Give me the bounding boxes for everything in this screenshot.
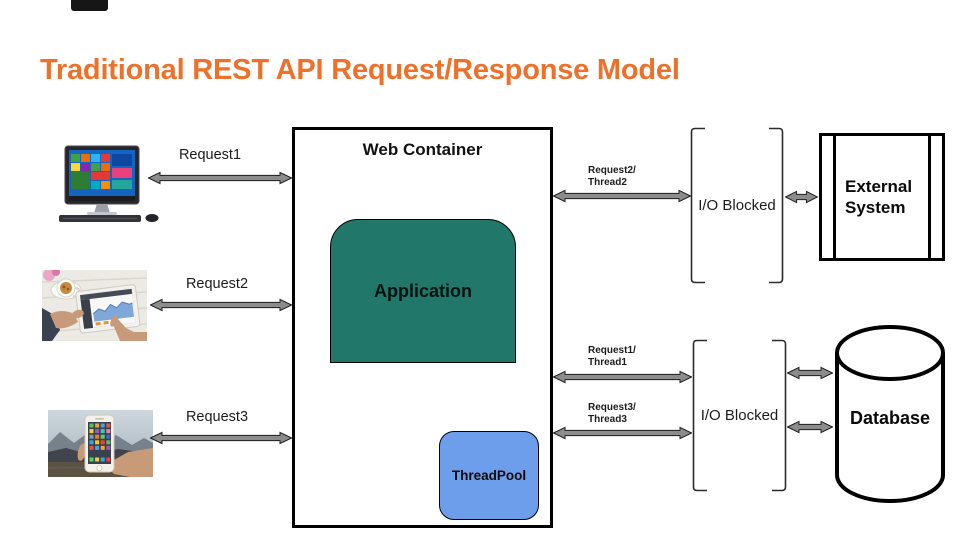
database-label: Database xyxy=(849,408,931,428)
request3-thread3-line2: Thread3 xyxy=(588,414,627,425)
arrow-request3 xyxy=(150,430,292,446)
application-box: Application xyxy=(330,219,516,363)
arrow-external-system xyxy=(785,189,818,205)
web-container-box: Web Container Application ThreadPool xyxy=(292,127,553,528)
request2-thread2-label: Request2/ Thread2 xyxy=(588,165,636,189)
database-cylinder xyxy=(833,325,947,505)
arrow-database-1 xyxy=(787,365,833,381)
request1-label: Request1 xyxy=(178,147,242,163)
io-blocked-bottom-bracket: I/O Blocked xyxy=(692,339,787,492)
phone-client-image xyxy=(48,410,153,477)
request2-label: Request2 xyxy=(185,276,249,292)
slide-title: Traditional REST API Request/Response Mo… xyxy=(40,54,680,86)
tablet-photo-icon xyxy=(42,270,147,341)
external-system-left-rule xyxy=(833,136,836,258)
web-container-label: Web Container xyxy=(362,140,483,159)
threadpool-label: ThreadPool xyxy=(451,468,527,483)
io-blocked-top-label: I/O Blocked xyxy=(698,197,776,214)
tablet-client-image xyxy=(42,270,147,341)
request3-thread3-label: Request3/ Thread3 xyxy=(588,402,636,426)
external-system-label: External System xyxy=(845,177,913,217)
arrow-thread2 xyxy=(553,188,691,204)
arrow-thread1 xyxy=(553,369,692,385)
io-blocked-top-bracket: I/O Blocked xyxy=(690,127,784,284)
external-system-right-rule xyxy=(928,136,931,258)
cropped-image-fragment xyxy=(71,0,108,11)
bracket-glyphs-top xyxy=(690,127,784,284)
request2-thread2-line2: Thread2 xyxy=(588,177,627,188)
request1-thread1-line1: Request1/ xyxy=(588,345,636,356)
arrow-thread3 xyxy=(553,425,692,441)
request2-thread2-line1: Request2/ xyxy=(588,165,636,176)
bracket-glyphs-bottom xyxy=(692,339,787,492)
threadpool-box: ThreadPool xyxy=(439,431,539,520)
database-icon xyxy=(835,325,945,503)
request3-label: Request3 xyxy=(185,409,249,425)
arrow-request2 xyxy=(150,297,292,313)
request1-thread1-label: Request1/ Thread1 xyxy=(588,345,636,369)
io-blocked-bottom-label: I/O Blocked xyxy=(700,407,779,424)
arrow-request1 xyxy=(148,170,292,186)
application-label: Application xyxy=(374,280,472,301)
desktop-client-image xyxy=(57,142,162,222)
arrow-database-2 xyxy=(787,419,833,435)
request3-thread3-line1: Request3/ xyxy=(588,402,636,413)
smartphone-photo-icon xyxy=(48,410,153,477)
desktop-computer-icon xyxy=(59,145,159,222)
request1-thread1-line2: Thread1 xyxy=(588,357,627,368)
external-system-box: External System xyxy=(819,133,945,261)
